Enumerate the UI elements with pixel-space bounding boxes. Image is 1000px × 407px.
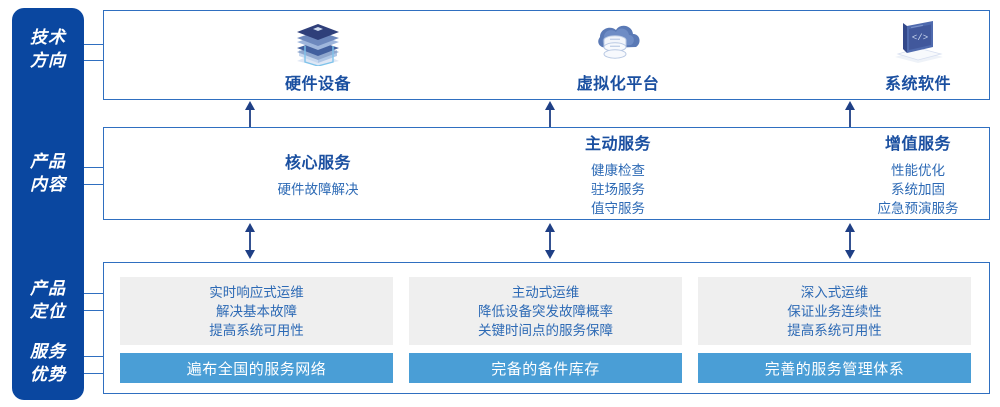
product-position-panel: 实时响应式运维 解决基本故障 提高系统可用性 遍布全国的服务网络 主动式运维 降… (103, 262, 990, 394)
advantage-bar-management-system[interactable]: 完善的服务管理体系 (698, 353, 971, 383)
advantage-bar-service-network[interactable]: 遍布全国的服务网络 (120, 353, 393, 383)
rail-label-line: 产品 (30, 279, 66, 298)
connector-line (84, 293, 104, 294)
position-card-proactive[interactable]: 主动式运维 降低设备突发故障概率 关键时间点的服务保障 (409, 277, 682, 345)
rail-label-line: 技术 (30, 28, 66, 47)
rail-label-product-position: 产品 定位 (12, 277, 84, 323)
connector-line (84, 167, 104, 168)
content-column-item: 健康检查 (591, 162, 645, 178)
position-line: 实时响应式运维 (209, 284, 304, 300)
tech-column-title: 虚拟化平台 (576, 76, 660, 93)
server-stack-icon (287, 16, 349, 67)
connector-line (84, 310, 104, 311)
tech-column-title: 硬件设备 (284, 76, 351, 93)
tech-column-system-software[interactable]: </> 系统软件 (768, 11, 1000, 99)
content-column-item: 硬件故障解决 (277, 181, 359, 197)
arrow-up-icon (543, 101, 557, 127)
content-column-value-added-service[interactable]: 增值服务 性能优化 系统加固 应急预演服务 (768, 128, 1000, 219)
tech-column-virtualization[interactable]: 虚拟化平台 (468, 11, 768, 99)
position-line: 解决基本故障 (216, 303, 297, 319)
connector-line (84, 184, 104, 185)
tech-column-hardware[interactable]: 硬件设备 (168, 11, 468, 99)
content-column-item: 系统加固 (891, 181, 945, 197)
arrow-up-down-icon (543, 223, 557, 259)
content-column-item: 值守服务 (591, 200, 645, 216)
content-column-proactive-service[interactable]: 主动服务 健康检查 驻场服务 值守服务 (468, 128, 768, 219)
content-column-heading: 主动服务 (584, 135, 651, 153)
position-card-indepth[interactable]: 深入式运维 保证业务连续性 提高系统可用性 (698, 277, 971, 345)
position-line: 深入式运维 (800, 284, 869, 300)
position-line: 保证业务连续性 (787, 303, 882, 319)
content-column-heading: 核心服务 (284, 154, 351, 172)
rail-label-line: 服务 (30, 342, 66, 361)
connector-line (84, 373, 104, 374)
rail-label-line: 方向 (30, 51, 66, 70)
position-line: 主动式运维 (511, 284, 580, 300)
position-line: 提高系统可用性 (209, 322, 304, 338)
content-column-item: 驻场服务 (591, 181, 645, 197)
cloud-database-icon (587, 16, 649, 66)
rail-label-service-advantage: 服务 优势 (12, 340, 84, 386)
connector-line (84, 44, 104, 45)
connector-line (84, 356, 104, 357)
arrow-up-down-icon (243, 223, 257, 259)
rail-label-tech-direction: 技术 方向 (12, 26, 84, 72)
position-line: 提高系统可用性 (787, 322, 882, 338)
arrow-up-icon (243, 101, 257, 127)
position-card-realtime[interactable]: 实时响应式运维 解决基本故障 提高系统可用性 (120, 277, 393, 345)
rail-label-line: 优势 (30, 365, 66, 384)
rail-label-line: 定位 (30, 302, 66, 321)
content-column-item: 应急预演服务 (877, 200, 959, 216)
arrow-up-icon (843, 101, 857, 127)
content-column-item: 性能优化 (891, 162, 945, 178)
arrow-up-down-icon (843, 223, 857, 259)
position-line: 关键时间点的服务保障 (478, 322, 613, 338)
content-column-core-service[interactable]: 核心服务 硬件故障解决 (168, 128, 468, 219)
position-line: 降低设备突发故障概率 (478, 303, 613, 319)
tech-column-title: 系统软件 (884, 76, 951, 93)
content-column-heading: 增值服务 (884, 135, 951, 153)
laptop-code-icon: </> (887, 16, 949, 66)
product-content-panel: 核心服务 硬件故障解决 主动服务 健康检查 驻场服务 值守服务 增值服务 性能优… (103, 127, 990, 220)
advantage-bar-spare-parts[interactable]: 完备的备件库存 (409, 353, 682, 383)
left-rail (12, 8, 84, 400)
rail-label-line: 产品 (30, 152, 66, 171)
svg-text:</>: </> (912, 33, 928, 43)
tech-direction-panel: 硬件设备 虚拟化平台 (103, 10, 990, 100)
connector-line (84, 60, 104, 61)
rail-label-product-content: 产品 内容 (12, 150, 84, 196)
rail-label-line: 内容 (30, 175, 66, 194)
